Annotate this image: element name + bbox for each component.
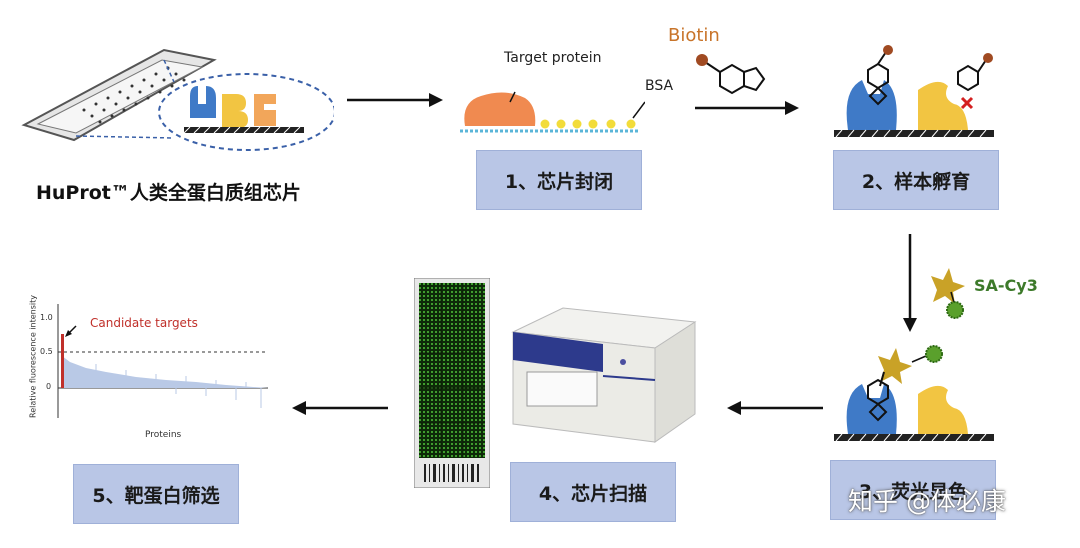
step-4-label: 4、芯片扫描 bbox=[538, 482, 648, 505]
sa-cy3-label: SA-Cy3 bbox=[974, 276, 1038, 295]
arrow-down-icon bbox=[903, 234, 917, 332]
arrow-left-icon bbox=[292, 401, 388, 415]
incubation-illustration bbox=[834, 45, 994, 138]
step-5-label: 5、靶蛋白筛选 bbox=[92, 484, 220, 507]
scanned-chip-image bbox=[414, 278, 490, 488]
y-axis-label: Relative fluorescence intensity bbox=[28, 295, 38, 418]
arrow-right-icon bbox=[695, 101, 799, 115]
blocking-illustration bbox=[460, 91, 645, 133]
step-4-box: 4、芯片扫描 bbox=[510, 462, 676, 522]
candidate-targets-label: Candidate targets bbox=[90, 316, 198, 330]
step-2-box: 2、样本孵育 bbox=[833, 150, 999, 210]
target-protein-label: Target protein bbox=[504, 50, 602, 66]
step-3-label: 3、荧光显色 bbox=[858, 480, 968, 503]
step-1-box: 1、芯片封闭 bbox=[476, 150, 642, 210]
product-title: HuProt™人类全蛋白质组芯片 bbox=[36, 182, 301, 204]
step-3-box: 3、荧光显色 bbox=[830, 460, 996, 520]
bsa-label: BSA bbox=[645, 78, 674, 94]
step-1-label: 1、芯片封闭 bbox=[504, 170, 614, 193]
biotin-label: Biotin bbox=[668, 25, 720, 46]
scanner-illustration bbox=[511, 307, 697, 443]
step-2-label: 2、样本孵育 bbox=[861, 170, 971, 193]
fluorescence-illustration bbox=[834, 345, 994, 442]
tick-0-5: 0.5 bbox=[40, 347, 53, 356]
step-5-box: 5、靶蛋白筛选 bbox=[73, 464, 239, 524]
protein-chip-illustration bbox=[21, 48, 334, 151]
watermark: 知乎 @体必康 bbox=[848, 487, 1006, 516]
sa-cy3-icon bbox=[931, 268, 965, 319]
arrow-right-icon bbox=[347, 93, 443, 107]
arrow-left-icon bbox=[727, 401, 823, 415]
tick-0: 0 bbox=[46, 382, 52, 391]
biotin-molecule-icon bbox=[696, 54, 766, 95]
intensity-plot bbox=[57, 304, 268, 418]
x-axis-label: Proteins bbox=[145, 430, 182, 440]
tick-1-0: 1.0 bbox=[40, 313, 53, 322]
